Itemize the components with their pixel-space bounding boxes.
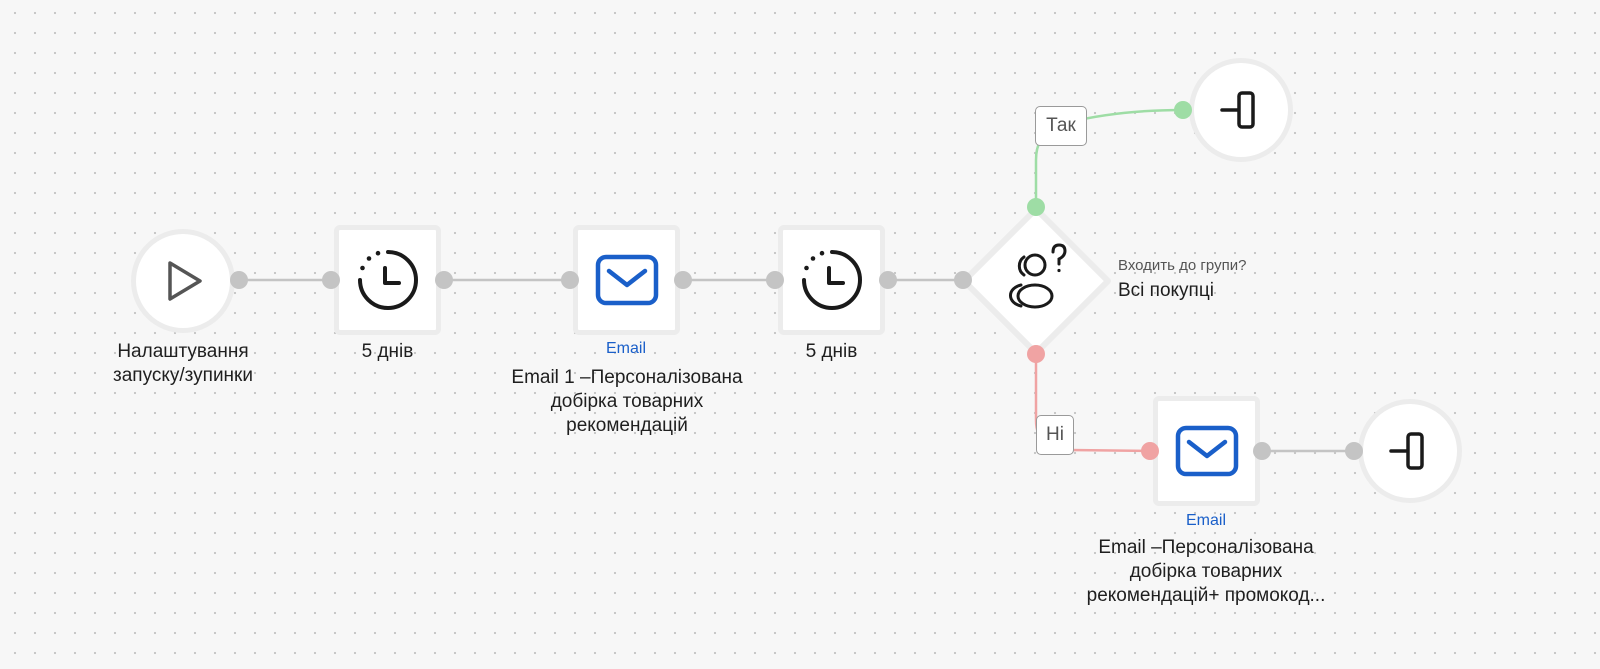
email-node-2[interactable] bbox=[1153, 396, 1260, 506]
email1-title-line3: рекомендацій bbox=[566, 415, 688, 436]
exit-node-1[interactable] bbox=[1189, 58, 1293, 162]
email-node-2-type: Email bbox=[1185, 512, 1226, 529]
wait-node-2[interactable] bbox=[778, 225, 885, 335]
email2-title-line3: рекомендацій+ промокод... bbox=[1086, 585, 1326, 606]
exit1-input-port[interactable] bbox=[1174, 101, 1192, 119]
start-node-label: Налаштування запуску/зупинки bbox=[80, 340, 286, 388]
email-node-2-title: Email –Персоналізована добірка товарних … bbox=[1056, 536, 1356, 608]
condition-question: Входить до групи? bbox=[1118, 257, 1247, 274]
email2-output-port[interactable] bbox=[1253, 442, 1271, 460]
branch-yes-tag[interactable]: Так bbox=[1035, 106, 1087, 146]
email2-title-line1: Email –Персоналізована bbox=[1098, 537, 1314, 558]
wait1-output-port[interactable] bbox=[435, 271, 453, 289]
envelope-icon bbox=[1175, 425, 1238, 477]
wait-node-1[interactable] bbox=[334, 225, 441, 335]
exit2-input-port[interactable] bbox=[1345, 442, 1363, 460]
condition-no-port[interactable] bbox=[1027, 345, 1045, 363]
envelope-icon bbox=[595, 254, 658, 306]
exit-icon bbox=[1389, 432, 1424, 470]
email-node-1-title: Email 1 –Персоналізована добірка товарни… bbox=[480, 366, 774, 438]
condition-node[interactable] bbox=[960, 205, 1112, 357]
start-node[interactable] bbox=[131, 229, 235, 333]
email1-output-port[interactable] bbox=[674, 271, 692, 289]
condition-yes-port[interactable] bbox=[1027, 198, 1045, 216]
condition-input-port[interactable] bbox=[954, 271, 972, 289]
play-icon bbox=[168, 261, 202, 301]
email2-title-line2: добірка товарних bbox=[1129, 561, 1283, 582]
email-node-1[interactable] bbox=[573, 225, 680, 335]
branch-no-tag[interactable]: Ні bbox=[1036, 415, 1074, 455]
group-question-icon bbox=[1008, 243, 1067, 309]
start-output-port[interactable] bbox=[230, 271, 248, 289]
exit-node-2[interactable] bbox=[1358, 399, 1462, 503]
wait-node-2-label: 5 днів bbox=[805, 341, 858, 362]
email1-title-line2: добірка товарних bbox=[550, 391, 704, 412]
email1-input-port[interactable] bbox=[561, 271, 579, 289]
email2-input-port[interactable] bbox=[1141, 442, 1159, 460]
email1-title-line1: Email 1 –Персоналізована bbox=[511, 367, 743, 388]
wait1-input-port[interactable] bbox=[322, 271, 340, 289]
start-label-line1: Налаштування bbox=[117, 341, 249, 362]
timer-icon bbox=[357, 250, 418, 310]
email-node-1-type: Email bbox=[605, 340, 646, 357]
wait-node-1-label: 5 днів bbox=[361, 341, 414, 362]
wait2-output-port[interactable] bbox=[879, 271, 897, 289]
wait2-input-port[interactable] bbox=[766, 271, 784, 289]
condition-value: Всі покупці bbox=[1118, 280, 1214, 301]
timer-icon bbox=[801, 250, 862, 310]
exit-icon bbox=[1220, 91, 1255, 129]
start-label-line2: запуску/зупинки bbox=[113, 365, 253, 386]
